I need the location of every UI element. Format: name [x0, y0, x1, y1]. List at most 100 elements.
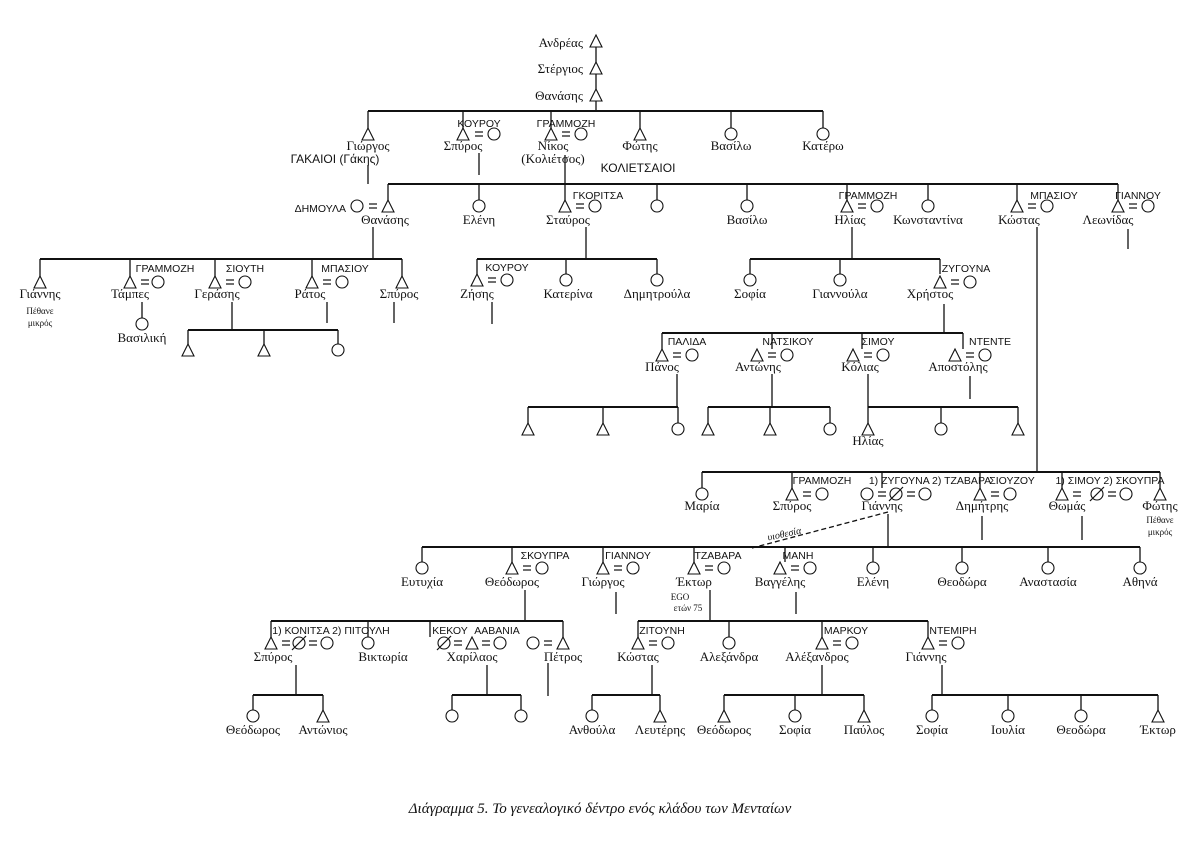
name-giannis-gen5: Γιάννης	[905, 649, 947, 664]
name-panos: Πάνος	[645, 359, 680, 374]
spouse-palida: ΠΑΛΙΔΑ	[668, 336, 707, 348]
female-circle-icon	[574, 127, 588, 141]
name-tampes: Τάμπες	[111, 286, 150, 301]
female-circle-icon	[963, 275, 977, 289]
female-circle-icon	[350, 199, 364, 213]
spouse-mpasiou-gen3: ΜΠΑΣΙΟΥ	[321, 263, 369, 275]
name-ioulia: Ιουλία	[991, 722, 1025, 737]
name-vasiliki: Βασιλική	[118, 330, 167, 345]
name-spyros-gen5: Σπύρος	[254, 649, 294, 664]
female-circle-icon	[833, 273, 847, 287]
name-petros: Πέτρος	[544, 649, 583, 664]
name-giorgos: Γιώργος	[347, 138, 391, 153]
female-circle-icon	[650, 273, 664, 287]
spouse-simou: ΣΙΜΟΥ	[862, 336, 895, 348]
male-triangle-icon	[1153, 486, 1167, 501]
female-circle-icon	[626, 561, 640, 575]
female-circle-icon	[803, 561, 817, 575]
male-triangle-icon	[1151, 708, 1165, 723]
fotis-note-1: Πέθανε	[1146, 515, 1173, 525]
female-circle-icon	[445, 709, 459, 723]
name-theodora-gen4: Θεοδώρα	[937, 574, 987, 589]
male-triangle-icon	[596, 560, 610, 575]
female-circle-icon	[585, 709, 599, 723]
male-triangle-icon	[933, 274, 947, 289]
male-triangle-icon	[395, 274, 409, 289]
female-circle-icon	[951, 636, 965, 650]
deceased-slash-icon	[1089, 486, 1105, 502]
nikos-alias: (Κολιέτσος)	[521, 151, 585, 166]
name-sofia-gen6a: Σοφία	[779, 722, 811, 737]
male-triangle-icon	[973, 486, 987, 501]
spouse-giannou-gen4: ΓΙΑΝΝΟΥ	[605, 550, 651, 562]
male-triangle-icon	[815, 635, 829, 650]
name-vasilo-gen1: Βασίλω	[711, 138, 752, 153]
male-triangle-icon	[763, 421, 777, 436]
deceased-slash-icon	[888, 486, 904, 502]
male-triangle-icon	[1111, 198, 1125, 213]
male-triangle-icon	[840, 198, 854, 213]
male-triangle-icon	[861, 421, 875, 436]
male-triangle-icon	[633, 126, 647, 141]
name-giannoula: Γιαννούλα	[812, 286, 867, 301]
male-triangle-icon	[556, 635, 570, 650]
name-fotis-gen1: Φώτης	[622, 138, 658, 153]
name-gerasis: Γεράσης	[194, 286, 240, 301]
spouse-grammozi-gen1: ΓΡΑΜΜΟΖΗ	[537, 118, 596, 130]
female-circle-icon	[918, 487, 932, 501]
name-maria: Μαρία	[684, 498, 719, 513]
female-circle-icon	[135, 317, 149, 331]
female-circle-icon	[1141, 199, 1155, 213]
male-triangle-icon	[1011, 421, 1025, 436]
name-thanasis-elder: Θανάσης	[535, 88, 584, 103]
spouse-ntemiri: ΝΤΕΜΙΡΗ	[929, 625, 976, 637]
male-triangle-icon	[465, 635, 479, 650]
spouse-grammozi-gen2: ΓΡΑΜΜΟΖΗ	[839, 190, 898, 202]
male-triangle-icon	[846, 347, 860, 362]
name-theodoros-gen6a: Θεόδωρος	[226, 722, 281, 737]
female-circle-icon	[788, 709, 802, 723]
male-triangle-icon	[687, 560, 701, 575]
female-circle-icon	[1133, 561, 1147, 575]
male-triangle-icon	[257, 342, 271, 357]
name-charilaos: Χαρίλαος	[447, 649, 499, 664]
female-circle-icon	[559, 273, 573, 287]
female-circle-icon	[487, 127, 501, 141]
male-triangle-icon	[505, 560, 519, 575]
name-nikos: Νίκος	[538, 138, 570, 153]
spouse-simou-skoupra: 1) ΣΙΜΟΥ 2) ΣΚΟΥΠΡΑ	[1055, 475, 1164, 487]
spouse-markou: ΜΑΡΚΟΥ	[824, 625, 868, 637]
male-triangle-icon	[521, 421, 535, 436]
spouse-gkoritsa: ΓΚΟΡΙΤΣΑ	[573, 190, 623, 202]
name-ektor-gen6: Έκτωρ	[1139, 722, 1176, 737]
diagram-caption: Διάγραμμα 5. Το γενεαλογικό δέντρο ενός …	[408, 801, 792, 817]
female-circle-icon	[650, 199, 664, 213]
male-triangle-icon	[456, 126, 470, 141]
male-triangle-icon	[264, 635, 278, 650]
female-circle-icon	[320, 636, 334, 650]
male-triangle-icon	[33, 274, 47, 289]
name-anthoula: Ανθούλα	[569, 722, 616, 737]
female-circle-icon	[743, 273, 757, 287]
male-triangle-icon	[596, 421, 610, 436]
spouse-konitsa-pitouli: 1) ΚΟΝΙΤΣΑ 2) ΠΙΤΟΥΛΗ	[272, 625, 389, 637]
male-triangle-icon	[1055, 486, 1069, 501]
male-triangle-icon	[701, 421, 715, 436]
name-antonis: Αντώνης	[735, 359, 782, 374]
name-fotis-gen3c: Φώτης	[1142, 498, 1178, 513]
female-circle-icon	[1001, 709, 1015, 723]
male-triangle-icon	[558, 198, 572, 213]
female-circle-icon	[151, 275, 165, 289]
female-circle-icon	[722, 636, 736, 650]
name-spyros-gen3: Σπύρος	[380, 286, 420, 301]
name-anastasia: Αναστασία	[1019, 574, 1077, 589]
female-circle-icon	[740, 199, 754, 213]
female-circle-icon	[588, 199, 602, 213]
female-circle-icon	[921, 199, 935, 213]
ego-age: ετών 75	[674, 603, 703, 613]
name-christos: Χρήστος	[907, 286, 954, 301]
spouse-giannou-gen2: ΓΙΑΝΝΟΥ	[1115, 190, 1161, 202]
spouse-mpasiou-gen2: ΜΠΑΣΙΟΥ	[1030, 190, 1078, 202]
female-circle-icon	[1041, 561, 1055, 575]
